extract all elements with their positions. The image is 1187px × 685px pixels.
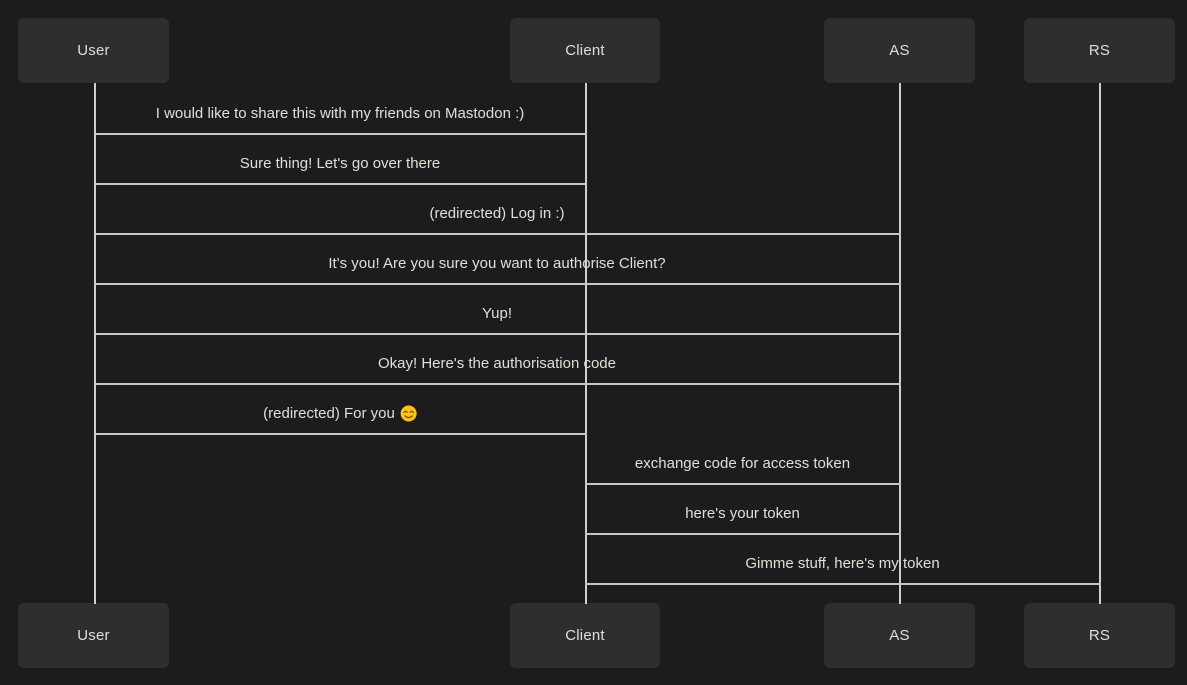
lifeline-as bbox=[898, 83, 901, 604]
message-line-10 bbox=[584, 583, 1101, 585]
message-text: Sure thing! Let's go over there bbox=[239, 154, 441, 172]
actor-label: RS bbox=[1088, 627, 1111, 644]
message-label-5: Yup! bbox=[482, 298, 512, 328]
message-label-9: here's your token bbox=[685, 498, 800, 528]
actor-label: Client bbox=[565, 42, 605, 59]
message-line-9 bbox=[584, 533, 901, 535]
actor-box-top-user: User bbox=[18, 18, 169, 83]
message-text: (redirected) Log in :) bbox=[429, 204, 565, 222]
message-text: Okay! Here's the authorisation code bbox=[378, 354, 616, 372]
message-line-8 bbox=[584, 483, 901, 485]
message-text: Yup! bbox=[481, 304, 513, 322]
actor-label: AS bbox=[889, 42, 910, 59]
message-line-6 bbox=[93, 383, 901, 385]
message-label-7: (redirected) For you bbox=[263, 398, 417, 428]
message-text: here's your token bbox=[685, 504, 800, 522]
lifeline-rs bbox=[1098, 83, 1101, 604]
message-text: Gimme stuff, here's my token bbox=[745, 554, 940, 572]
message-text: It's you! Are you sure you want to autho… bbox=[328, 254, 666, 272]
message-line-2 bbox=[93, 183, 587, 185]
message-text: exchange code for access token bbox=[634, 454, 851, 472]
actor-box-top-client: Client bbox=[510, 18, 660, 83]
actor-box-bottom-client: Client bbox=[510, 603, 660, 668]
actor-box-top-rs: RS bbox=[1024, 18, 1175, 83]
actor-label: User bbox=[77, 627, 110, 644]
message-line-4 bbox=[93, 283, 901, 285]
message-label-6: Okay! Here's the authorisation code bbox=[378, 348, 616, 378]
message-label-8: exchange code for access token bbox=[635, 448, 850, 478]
actor-box-bottom-as: AS bbox=[824, 603, 975, 668]
message-line-5 bbox=[93, 333, 901, 335]
message-text: I would like to share this with my frien… bbox=[155, 104, 525, 122]
actor-label: Client bbox=[565, 627, 605, 644]
actor-label: RS bbox=[1088, 42, 1111, 59]
message-label-1: I would like to share this with my frien… bbox=[156, 98, 525, 128]
actor-box-bottom-rs: RS bbox=[1024, 603, 1175, 668]
actor-label: AS bbox=[889, 627, 910, 644]
actor-box-bottom-user: User bbox=[18, 603, 169, 668]
message-label-3: (redirected) Log in :) bbox=[429, 198, 564, 228]
message-line-7 bbox=[93, 433, 587, 435]
message-label-4: It's you! Are you sure you want to autho… bbox=[328, 248, 665, 278]
message-label-2: Sure thing! Let's go over there bbox=[240, 148, 441, 178]
message-label-10: Gimme stuff, here's my token bbox=[745, 548, 939, 578]
actor-label: User bbox=[77, 42, 110, 59]
lifeline-client bbox=[584, 83, 587, 604]
message-line-3 bbox=[93, 233, 901, 235]
message-line-1 bbox=[93, 133, 587, 135]
actor-box-top-as: AS bbox=[824, 18, 975, 83]
lifeline-user bbox=[93, 83, 96, 604]
message-text: (redirected) For you bbox=[263, 404, 395, 422]
smiling-face-with-smiling-eyes-emoji bbox=[400, 404, 417, 422]
